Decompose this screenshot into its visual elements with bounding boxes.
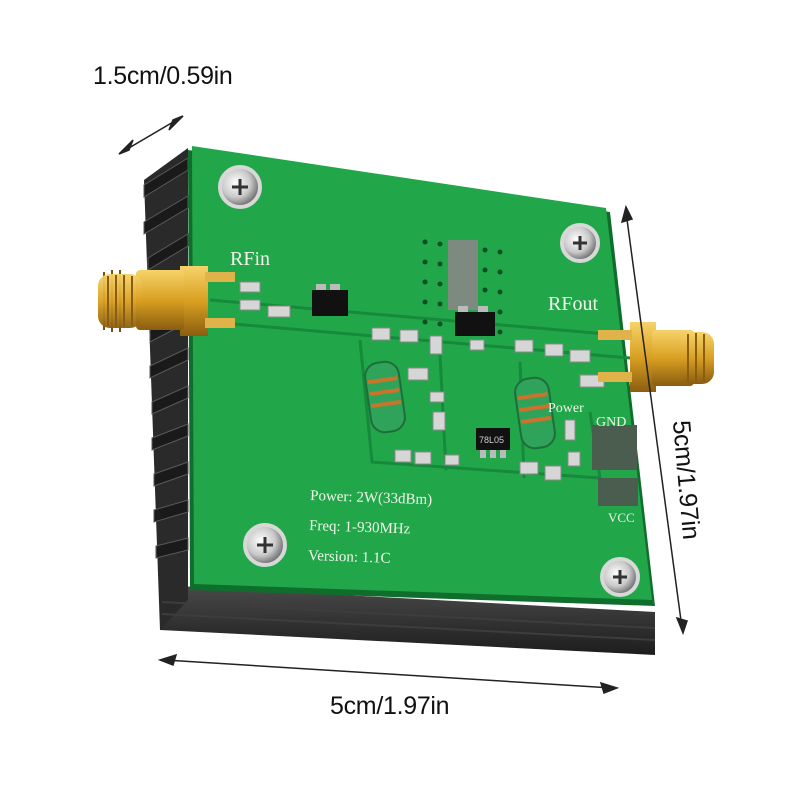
arrow-height (625, 211, 683, 629)
screw-icon (600, 557, 640, 597)
heatsink-grooves (161, 601, 656, 641)
vcc-label: VCC (608, 510, 635, 525)
regulator-label: 78L05 (479, 435, 504, 445)
pcb-board: 78L05 RFin RFout Power GND VCC (188, 146, 655, 606)
rf-out-label: RFout (548, 293, 598, 315)
thickness-dimension-label: 1.5cm/0.59in (93, 62, 233, 90)
spec-power: Power: 2W(33dBm) (310, 488, 433, 508)
width-dimension-label: 5cm/1.97in (330, 692, 450, 720)
power-label: Power (548, 401, 584, 416)
smd-components: 78L05 (239, 281, 605, 481)
ground-pad-vcc (598, 478, 638, 506)
arrow-thickness (121, 117, 181, 153)
screw-icon (218, 165, 262, 209)
rf-in-label: RFin (230, 248, 270, 270)
gnd-label: GND (596, 415, 626, 430)
heatsink-base (160, 585, 655, 655)
ground-pad-right (592, 425, 637, 470)
inductor-left (364, 360, 406, 434)
screw-icon (243, 523, 287, 567)
spec-version: Version: 1.1C (308, 548, 391, 567)
heatsink (143, 148, 656, 655)
transistor-ground-pad (448, 240, 478, 310)
spec-frequency: Freq: 1-930MHz (309, 518, 411, 538)
arrow-width (164, 659, 613, 689)
sma-connector-input (98, 266, 235, 336)
screw-icon (560, 223, 600, 263)
inductor-right (514, 376, 556, 450)
dimension-arrows (118, 115, 688, 694)
